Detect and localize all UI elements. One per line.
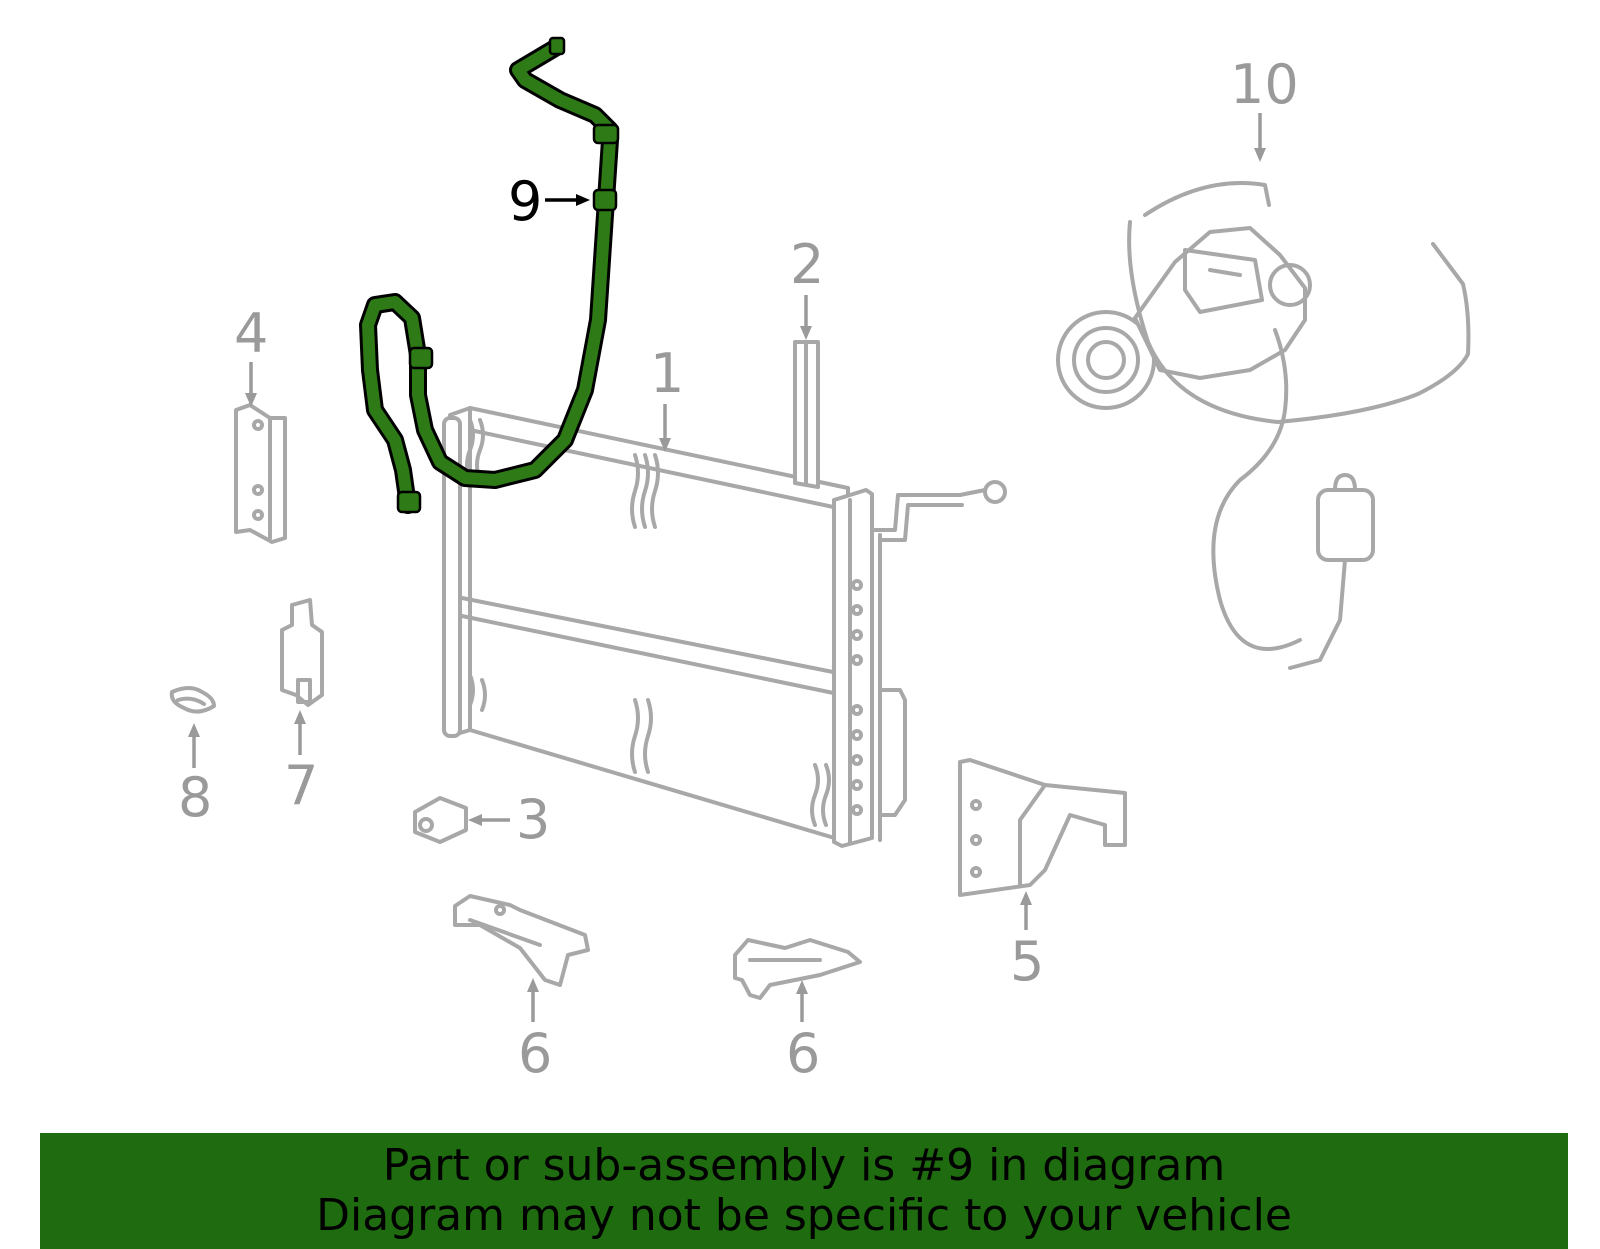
hose-fitting-upper <box>592 123 620 145</box>
callout-7[interactable]: 7 <box>284 754 318 817</box>
callout-6b[interactable]: 6 <box>786 1022 820 1085</box>
banner-line-1: Part or sub-assembly is #9 in diagram <box>382 1140 1226 1191</box>
callout-5[interactable]: 5 <box>1010 930 1044 993</box>
mount-part-6a[interactable] <box>453 894 590 987</box>
seal-strip-part-2[interactable] <box>793 340 820 489</box>
hose-part-9[interactable] <box>359 36 620 514</box>
banner-line-2: Diagram may not be specific to your vehi… <box>316 1190 1292 1241</box>
clip-part-7[interactable] <box>280 598 324 707</box>
info-banner: Part or sub-assembly is #9 in diagram Di… <box>40 1133 1568 1249</box>
mount-part-6b[interactable] <box>733 938 862 1000</box>
callout-10[interactable]: 10 <box>1230 53 1299 116</box>
bracket-part-4[interactable] <box>234 403 287 544</box>
hose-fitting-loop <box>408 346 434 370</box>
callout-6a[interactable]: 6 <box>518 1022 552 1085</box>
callout-3[interactable]: 3 <box>516 788 550 851</box>
hose-fitting-top <box>548 36 566 56</box>
callout-arrows <box>188 113 1266 1022</box>
callout-9[interactable]: 9 <box>508 170 542 233</box>
condenser-part-1[interactable] <box>442 406 1007 848</box>
bracket-part-5[interactable] <box>958 758 1127 897</box>
hose-fitting-mid <box>592 188 618 212</box>
hose-fitting-bottom <box>396 490 422 514</box>
callout-1[interactable]: 1 <box>650 342 684 405</box>
callout-4[interactable]: 4 <box>234 302 268 365</box>
clip-part-8[interactable] <box>169 686 216 714</box>
switch-part-3[interactable] <box>413 796 468 844</box>
callout-2[interactable]: 2 <box>790 233 824 296</box>
callout-8[interactable]: 8 <box>178 766 212 829</box>
compressor-part-10[interactable] <box>1056 181 1471 670</box>
